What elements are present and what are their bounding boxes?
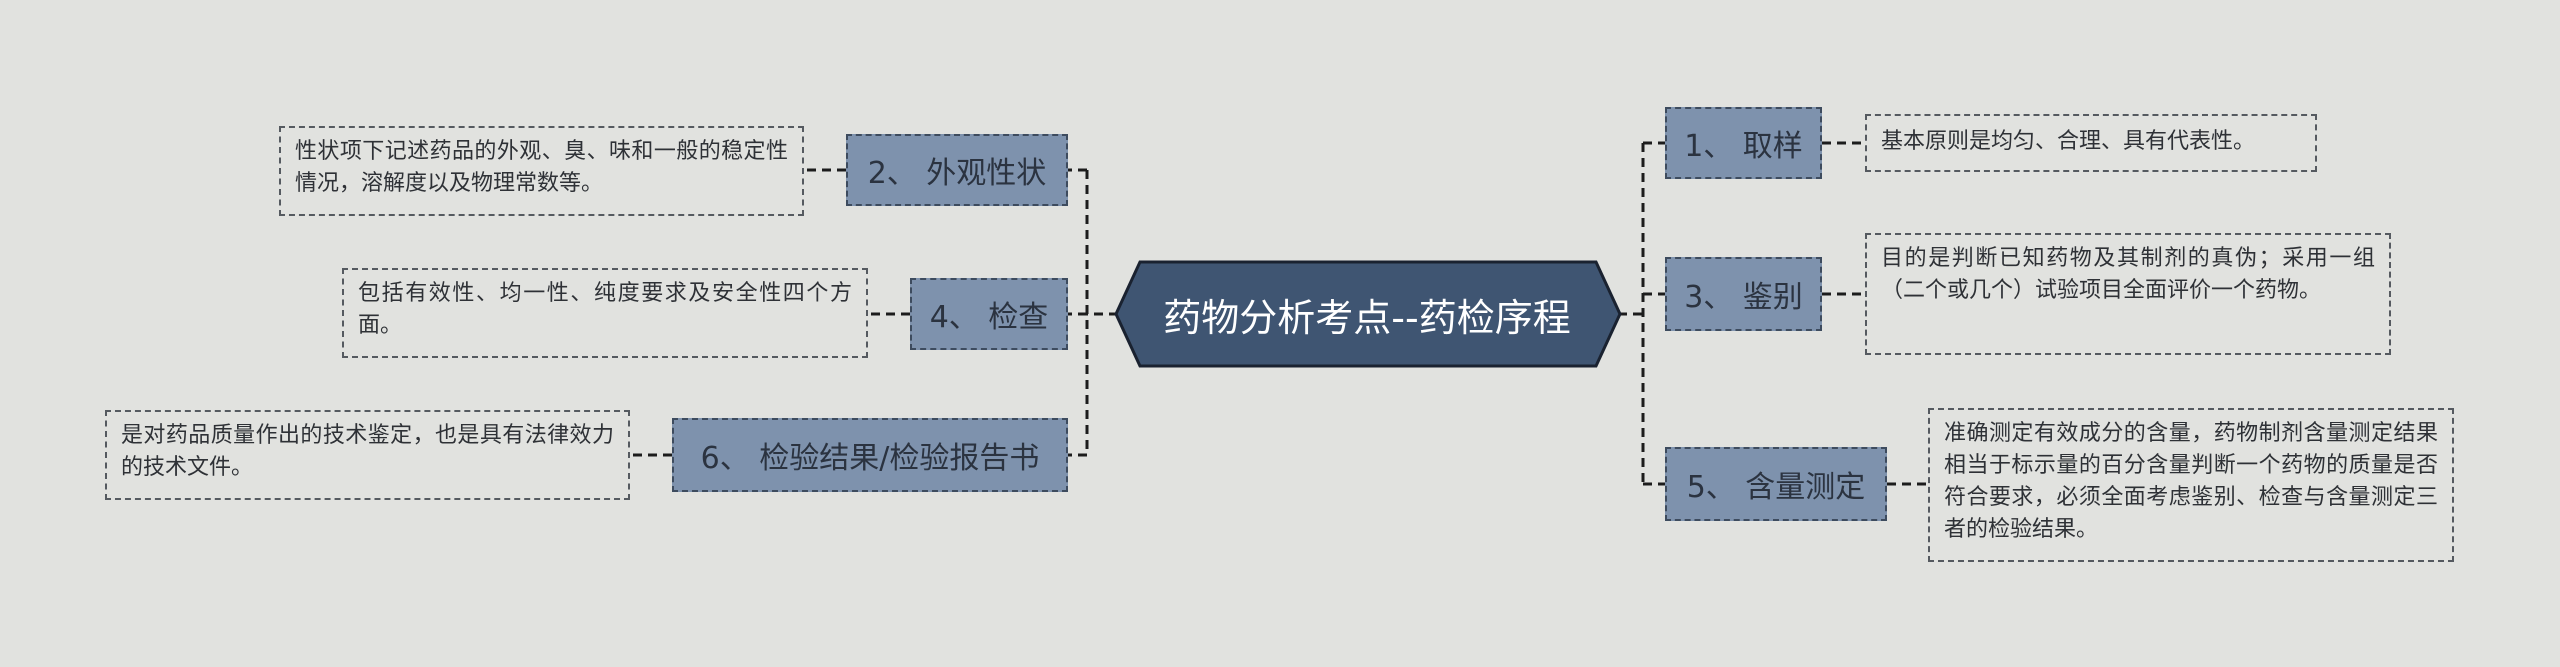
- branch-node-5[interactable]: 5、 含量测定: [1665, 447, 1887, 521]
- detail-text-2: 性状项下记述药品的外观、臭、味和一般的稳定性情况，溶解度以及物理常数等。: [279, 126, 804, 216]
- root-node-shape: [1114, 260, 1622, 368]
- detail-text-5: 准确测定有效成分的含量，药物制剂含量测定结果相当于标示量的百分含量判断一个药物的…: [1928, 408, 2454, 562]
- branch-node-3[interactable]: 3、 鉴别: [1665, 257, 1822, 331]
- detail-text-4: 包括有效性、均一性、纯度要求及安全性四个方面。: [342, 268, 868, 358]
- branch-node-2[interactable]: 2、 外观性状: [846, 134, 1068, 206]
- branch-node-4[interactable]: 4、 检查: [910, 278, 1068, 350]
- root-node-label[interactable]: 药物分析考点--药检序程: [1163, 295, 1571, 340]
- branch-node-1[interactable]: 1、 取样: [1665, 107, 1822, 179]
- detail-text-3: 目的是判断已知药物及其制剂的真伪；采用一组（二个或几个）试验项目全面评价一个药物…: [1865, 233, 2391, 355]
- detail-text-6: 是对药品质量作出的技术鉴定，也是具有法律效力的技术文件。: [105, 410, 630, 500]
- detail-text-1: 基本原则是均匀、合理、具有代表性。: [1865, 114, 2317, 172]
- branch-node-6[interactable]: 6、 检验结果/检验报告书: [672, 418, 1068, 492]
